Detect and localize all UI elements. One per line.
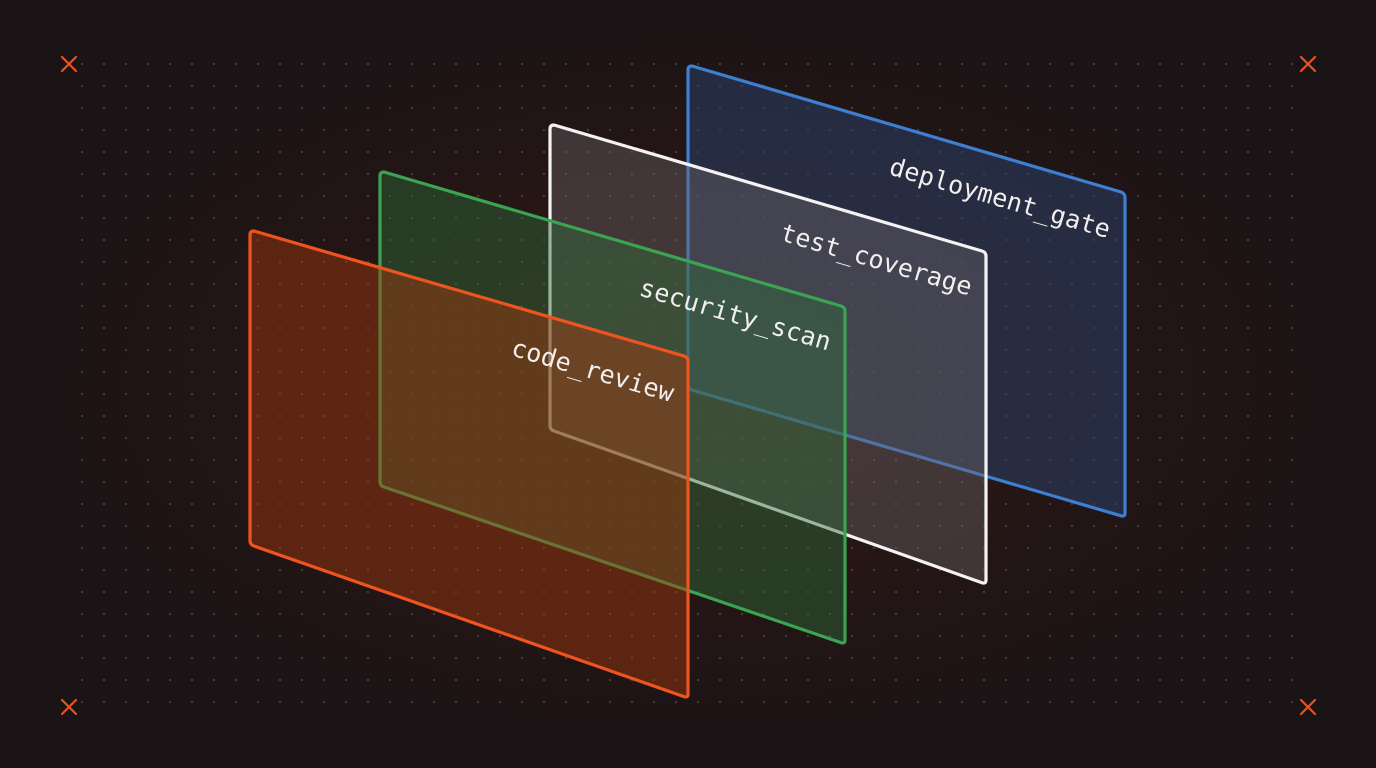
corner-marker-top-left-icon bbox=[60, 55, 78, 73]
layer-security-scan-panel bbox=[378, 170, 847, 645]
corner-marker-top-right-icon bbox=[1299, 55, 1317, 73]
layer-test-coverage-panel bbox=[548, 123, 988, 585]
corner-marker-bottom-left-icon bbox=[60, 698, 78, 716]
layer-code-review-panel bbox=[248, 229, 690, 699]
layer-code-review: code_review bbox=[248, 229, 690, 699]
layer-deployment-gate-panel bbox=[686, 64, 1127, 518]
corner-marker-bottom-right-icon bbox=[1299, 698, 1317, 716]
